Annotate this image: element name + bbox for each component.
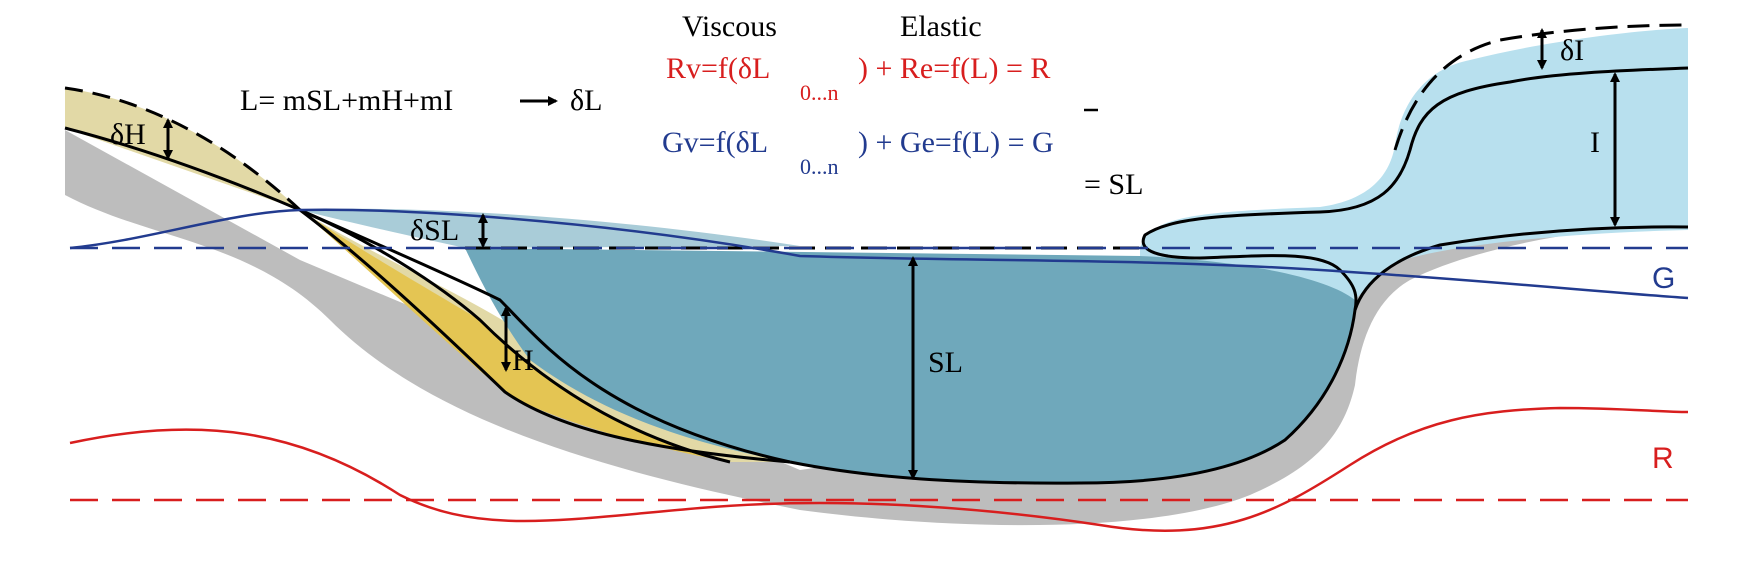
seafloor-outline	[789, 225, 1689, 485]
load-result: δL	[570, 84, 602, 117]
rock-equation-rhs: ) + Re=f(L) = R	[858, 52, 1050, 85]
load-equation: L= mSL+mH+mI	[240, 84, 453, 117]
sediment-inner-outline	[299, 208, 731, 464]
rock-curve	[69, 406, 1689, 532]
geoid-curve-label: G	[1652, 262, 1675, 295]
h-label: H	[512, 344, 534, 377]
viscous-heading: Viscous	[682, 10, 777, 43]
delta-sl-label: δSL	[410, 214, 459, 247]
rock-equation-lhs: Rv=f(δL	[666, 52, 770, 85]
sl-label: SL	[928, 346, 963, 379]
elastic-heading: Elastic	[900, 10, 982, 43]
ice-sheet-top-dashed	[1393, 23, 1689, 151]
geoid-equation-subscript: 0...n	[800, 154, 839, 179]
geoid-equation-rhs: ) + Ge=f(L) = G	[858, 126, 1054, 159]
geoid-curve	[69, 208, 1689, 300]
i-label: I	[1590, 126, 1600, 159]
delta-i-label: δI	[1560, 34, 1584, 67]
sea-level-rise-band	[300, 208, 800, 248]
sediment-increment-wedge	[65, 88, 300, 210]
difference-result: = SL	[1084, 168, 1143, 201]
ice-sheet-outline	[1141, 66, 1689, 311]
geoid-equation-lhs: Gv=f(δL	[662, 126, 768, 159]
rock-curve-label: R	[1652, 442, 1674, 475]
delta-h-label: δH	[110, 118, 146, 151]
left-slope-outline	[64, 126, 791, 464]
rock-equation-subscript: 0...n	[800, 80, 839, 105]
sediment-top-dashed	[64, 86, 302, 212]
